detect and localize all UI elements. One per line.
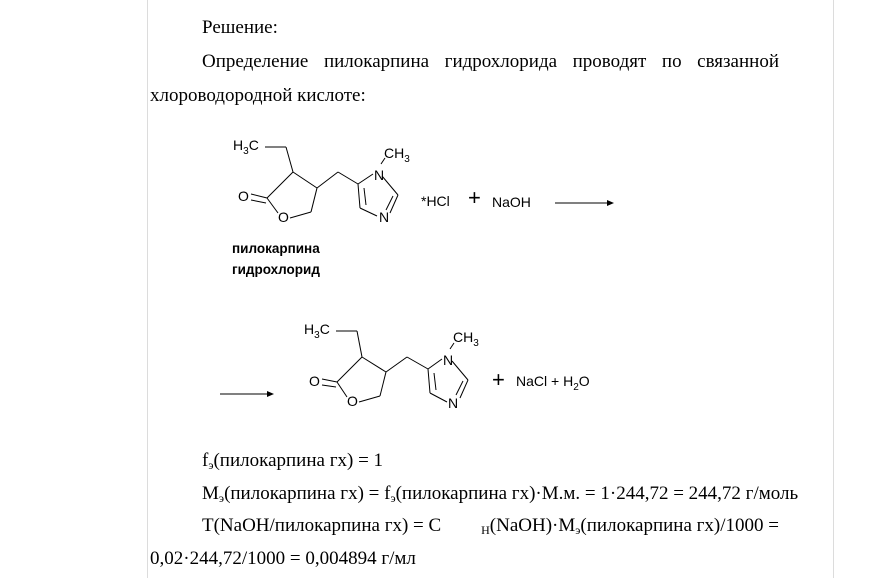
- reactant-caption-line-2: гидрохлорид: [232, 262, 320, 277]
- formula-line-4: 0,02·244,72/1000 = 0,004894 г/мл: [150, 548, 416, 569]
- product-o-ring: O: [347, 393, 358, 409]
- reactant-n-top: N: [374, 167, 384, 183]
- product-o-carbonyl: O: [309, 373, 320, 389]
- reactant-salt-label: *HCl: [421, 193, 450, 209]
- product-plus-sign: +: [492, 367, 505, 392]
- reactant-n-bottom: N: [379, 209, 389, 225]
- reactant-methyl-label: CH3: [384, 145, 410, 165]
- reactant-o-carbonyl: O: [238, 188, 249, 204]
- page-frame-left: [147, 0, 148, 578]
- formula-line-1: fэ(пилокарпина гх) = 1: [202, 450, 384, 472]
- reactant-caption-line-1: пилокарпина: [232, 241, 320, 256]
- intro-line-2: хлороводородной кислоте:: [150, 85, 366, 106]
- reagent-label: NaOH: [492, 194, 531, 210]
- reactant-plus-sign: +: [468, 185, 481, 210]
- product-methyl-label: CH3: [453, 329, 479, 349]
- solution-heading: Решение:: [202, 17, 278, 38]
- product-ethyl-label: H3C: [304, 321, 330, 341]
- product-n-top: N: [443, 352, 453, 368]
- reactant-ethyl-label: H3C: [233, 137, 259, 157]
- formula-line-2: Mэ(пилокарпина гх) = fэ(пилокарпина гх)·…: [202, 483, 799, 505]
- intro-line-1: Определение пилокарпина гидрохлорида про…: [202, 51, 779, 72]
- page-frame-right: [833, 0, 834, 578]
- product-n-bottom: N: [448, 395, 458, 411]
- byproducts-label: NaCl + H2O: [516, 373, 590, 393]
- reactant-o-ring: O: [278, 209, 289, 225]
